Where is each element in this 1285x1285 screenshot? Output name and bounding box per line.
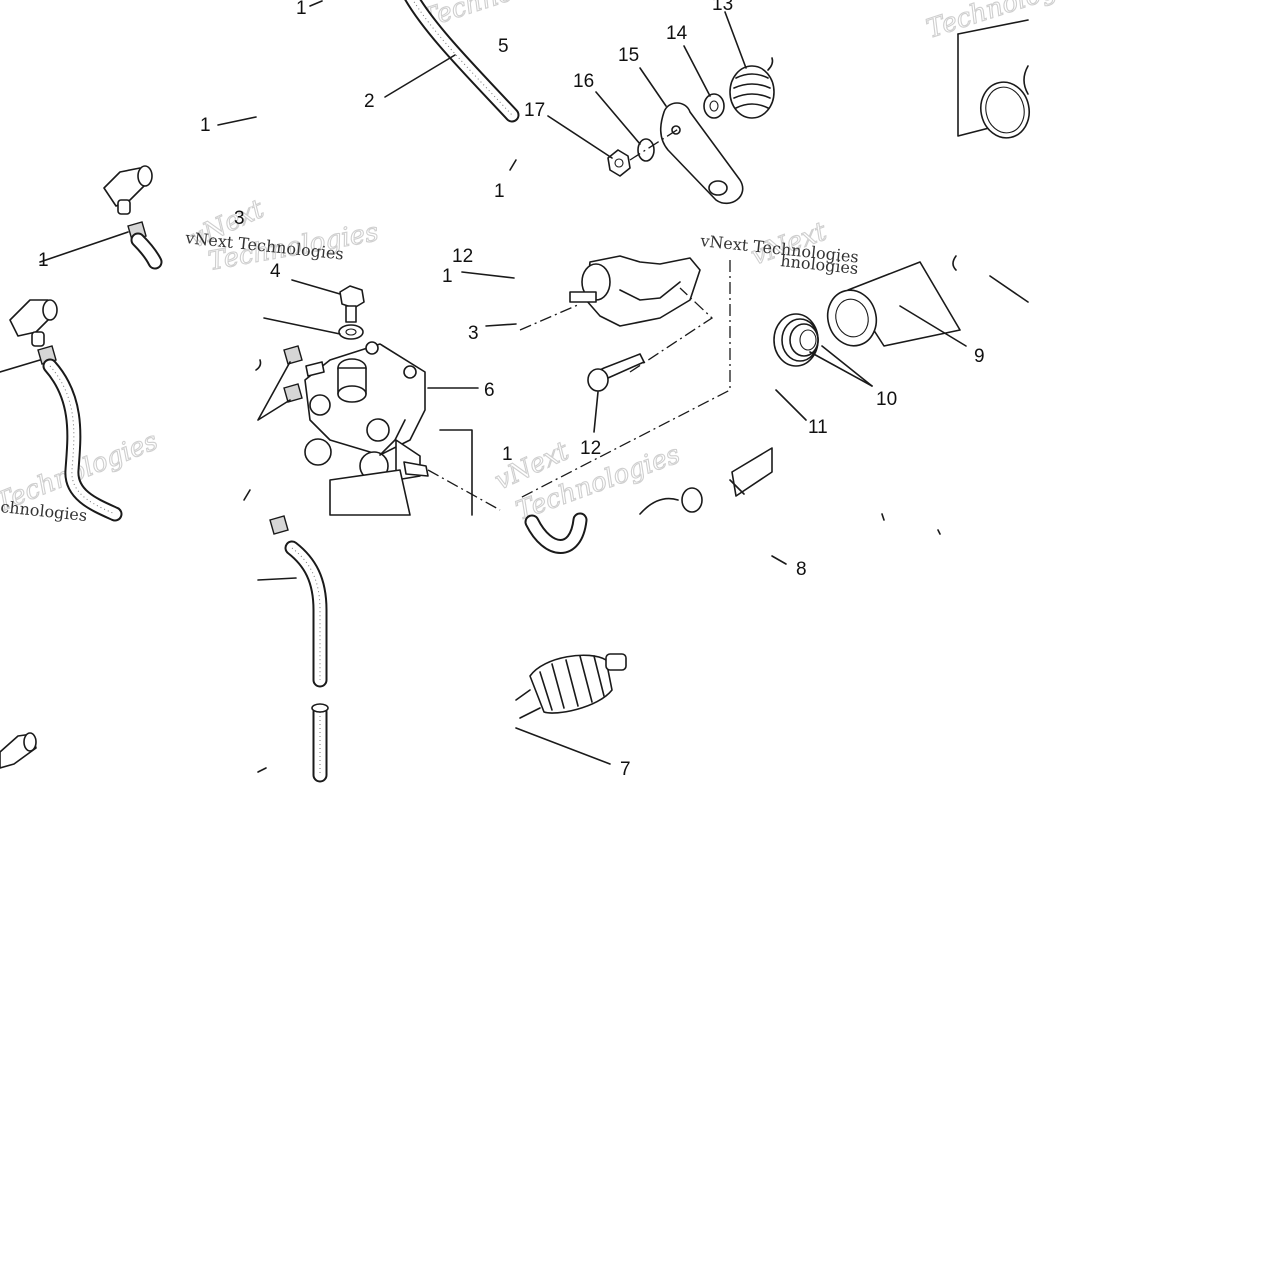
oil-pump-6 xyxy=(304,341,426,516)
washer-16 xyxy=(637,138,655,162)
watermark-fragment-a: Technologies xyxy=(923,0,1096,45)
callout-4: 4 xyxy=(270,261,281,282)
callout-15: 15 xyxy=(618,45,639,66)
watermark-fragment-f: chnologies xyxy=(0,497,88,525)
washer-14 xyxy=(703,93,725,119)
callout-labels: 1 1 2 5 1 17 16 15 14 13 3 1 4 12 1 3 6 … xyxy=(38,0,985,780)
callout-16: 16 xyxy=(573,71,594,92)
linkage-assembly xyxy=(509,11,775,205)
upper-hose-assembly xyxy=(39,0,520,270)
sleeve-assembly xyxy=(729,255,1029,565)
spring-10 xyxy=(773,313,819,367)
callout-12-a: 12 xyxy=(452,246,473,267)
o-ring xyxy=(980,81,1030,139)
callout-10: 10 xyxy=(876,389,897,410)
callout-14: 14 xyxy=(666,23,688,44)
cable-housing-assembly xyxy=(461,255,731,765)
callout-5: 5 xyxy=(498,36,509,57)
callout-1-left: 1 xyxy=(200,115,211,136)
spring-13 xyxy=(729,57,775,119)
callout-1-a: 1 xyxy=(442,266,453,287)
o-ring-group xyxy=(957,19,1030,139)
callout-1-mid: 1 xyxy=(494,181,505,202)
left-hose-assembly xyxy=(0,299,123,522)
callout-12-b: 12 xyxy=(580,438,601,459)
callout-1-top: 1 xyxy=(296,0,307,19)
callout-2: 2 xyxy=(364,91,375,112)
callout-11: 11 xyxy=(808,417,828,438)
screw-12 xyxy=(587,353,645,392)
callout-9: 9 xyxy=(974,346,985,367)
watermark-group: Techno Technologies vNext vNext Technolo… xyxy=(0,0,1096,527)
nut-17 xyxy=(607,149,631,177)
callout-8: 8 xyxy=(796,559,807,580)
callout-17: 17 xyxy=(524,100,545,121)
callout-7: 7 xyxy=(620,759,631,780)
banjo-bolt-4 xyxy=(338,285,365,340)
callout-1-b: 1 xyxy=(502,444,513,465)
callout-6: 6 xyxy=(484,380,495,401)
callout-1-edge: 1 xyxy=(38,250,49,271)
callout-3-b: 3 xyxy=(468,323,479,344)
oil-pump-assembly xyxy=(243,279,501,783)
drive-gear-7 xyxy=(515,653,627,719)
throttle-lever xyxy=(659,102,744,205)
callout-3-a: 3 xyxy=(234,208,245,229)
lower-fitting xyxy=(0,732,267,773)
callout-13: 13 xyxy=(712,0,733,15)
